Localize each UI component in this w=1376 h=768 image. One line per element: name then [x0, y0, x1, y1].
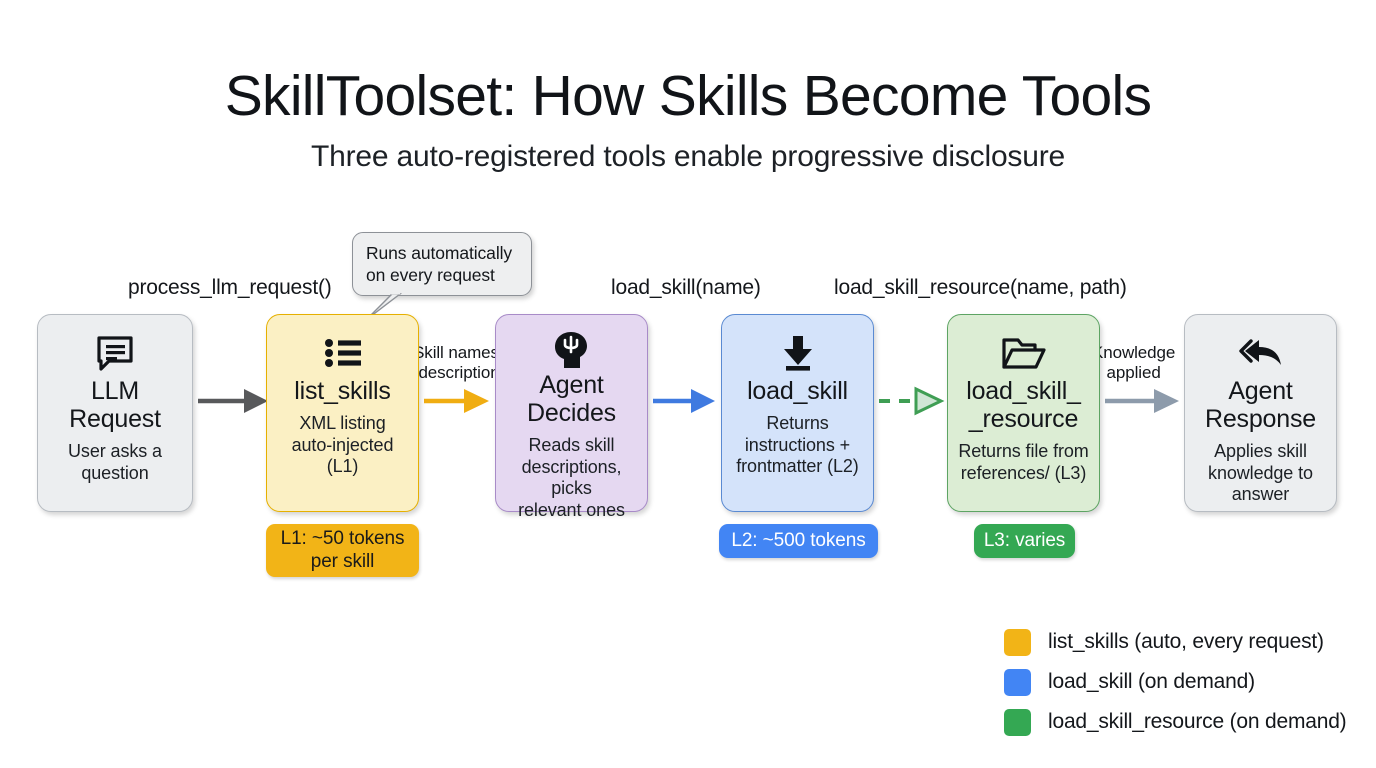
node-load-skill-title: load_skill: [747, 377, 848, 405]
legend-label: load_skill_resource (on demand): [1048, 710, 1347, 733]
speech-bubble-icon: [96, 331, 134, 375]
node-sub-line-3: frontmatter (L2): [736, 456, 859, 477]
node-sub-line-1: User asks a: [68, 441, 162, 461]
node-title-line-2: Request: [69, 405, 161, 433]
node-load-skill[interactable]: load_skill Returns instructions + frontm…: [721, 314, 874, 512]
node-title-line-2: _resource: [968, 405, 1079, 433]
legend-swatch-blue: [1004, 668, 1031, 696]
legend-label: load_skill (on demand): [1048, 670, 1255, 693]
badge-l1-tokens: L1: ~50 tokens per skill: [266, 524, 419, 577]
node-title-line-1: Agent: [1228, 377, 1293, 405]
node-agent-response-subtitle: Applies skill knowledge to answer: [1200, 441, 1321, 506]
node-agent-response-title: Agent Response: [1205, 377, 1316, 433]
node-llm-request[interactable]: LLM Request User asks a question: [37, 314, 193, 512]
node-load-skill-resource-title: load_skill_ _resource: [966, 377, 1081, 433]
badge-l3-tokens: L3: varies: [974, 524, 1075, 558]
node-title-line-1: load_skill_: [966, 377, 1081, 405]
node-sub-line-2: auto-injected (L1): [291, 434, 394, 477]
badge-l1-line-1: L1: ~50 tokens: [280, 527, 405, 549]
node-agent-decides-title: Agent Decides: [527, 371, 616, 427]
page-subtitle: Three auto-registered tools enable progr…: [310, 140, 1065, 173]
node-title-line-1: LLM: [90, 377, 140, 405]
open-folder-icon: [1001, 331, 1046, 375]
node-title-line-1: load_skill: [747, 377, 848, 405]
edge-label-skill-names: Skill names + descriptions: [404, 343, 508, 383]
download-icon: [780, 331, 816, 375]
node-load-skill-resource-subtitle: Returns file from references/ (L3): [950, 441, 1096, 484]
fn-label-load-skill: load_skill(name): [611, 276, 761, 299]
node-llm-request-title: LLM Request: [69, 377, 161, 433]
node-sub-line-2: descriptions, picks: [521, 456, 622, 499]
node-sub-line-2: instructions +: [744, 434, 851, 455]
node-list-skills-subtitle: XML listing auto-injected (L1): [267, 413, 418, 478]
node-sub-line-1: Returns file from: [958, 441, 1089, 461]
head-psi-icon: [554, 331, 590, 369]
node-agent-decides[interactable]: Agent Decides Reads skill descriptions, …: [495, 314, 648, 520]
node-sub-line-2: knowledge to: [1208, 462, 1313, 483]
legend-label: list_skills (auto, every request): [1048, 630, 1324, 653]
node-agent-response[interactable]: Agent Response Applies skill knowledge t…: [1184, 314, 1337, 512]
node-title-line-2: Decides: [527, 399, 616, 427]
badge-l2-tokens: L2: ~500 tokens: [719, 524, 878, 558]
node-title-line-1: list_skills: [294, 377, 391, 405]
node-load-skill-resource[interactable]: load_skill_ _resource Returns file from …: [947, 314, 1100, 512]
node-load-skill-subtitle: Returns instructions + frontmatter (L2): [728, 413, 866, 478]
legend-item-load-skill-resource: load_skill_resource (on demand): [1004, 702, 1347, 742]
node-sub-line-3: answer: [1231, 484, 1290, 505]
node-sub-line-1: Reads skill: [528, 435, 615, 455]
node-llm-request-subtitle: User asks a question: [60, 441, 170, 484]
edge-label-knowledge-applied: Knowledge applied: [1092, 343, 1175, 383]
node-sub-line-1: XML listing: [299, 413, 386, 433]
node-agent-decides-subtitle: Reads skill descriptions, picks relevant…: [496, 435, 647, 521]
node-sub-line-2: question: [81, 462, 149, 483]
callout-line-2: on every request: [366, 265, 495, 285]
node-title-line-2: Response: [1205, 405, 1316, 433]
callout-tail-icon: [366, 293, 403, 321]
node-sub-line-3: relevant ones: [518, 499, 625, 520]
node-sub-line-2: references/ (L3): [960, 462, 1087, 483]
node-list-skills[interactable]: list_skills XML listing auto-injected (L…: [266, 314, 419, 512]
legend-swatch-yellow: [1004, 628, 1031, 656]
fn-label-load-skill-resource: load_skill_resource(name, path): [834, 276, 1127, 299]
node-sub-line-1: Applies skill: [1214, 441, 1307, 461]
badge-l1-line-2: per skill: [310, 550, 375, 572]
legend: list_skills (auto, every request) load_s…: [1004, 622, 1347, 742]
callout-bubble: Runs automatically on every request: [352, 232, 532, 296]
node-list-skills-title: list_skills: [294, 377, 391, 405]
reply-arrow-icon: [1238, 331, 1283, 375]
legend-swatch-green: [1004, 708, 1031, 736]
callout-line-1: Runs automatically: [366, 242, 513, 263]
fn-label-process-llm-request: process_llm_request(): [128, 276, 332, 299]
edge-label-skill-names-line-2: + descriptions: [404, 363, 508, 383]
legend-item-load-skill: load_skill (on demand): [1004, 662, 1346, 702]
page-title: SkillToolset: How Skills Become Tools: [224, 64, 1152, 128]
node-title-line-1: Agent: [539, 371, 604, 399]
edge-label-knowledge-line-1: Knowledge: [1092, 343, 1176, 362]
edge-label-knowledge-line-2: applied: [1106, 363, 1161, 383]
edge-label-skill-names-line-1: Skill names: [413, 343, 499, 362]
legend-item-list-skills: list_skills (auto, every request): [1004, 622, 1346, 662]
node-sub-line-1: Returns: [766, 413, 829, 433]
bulleted-list-icon: [324, 331, 362, 375]
